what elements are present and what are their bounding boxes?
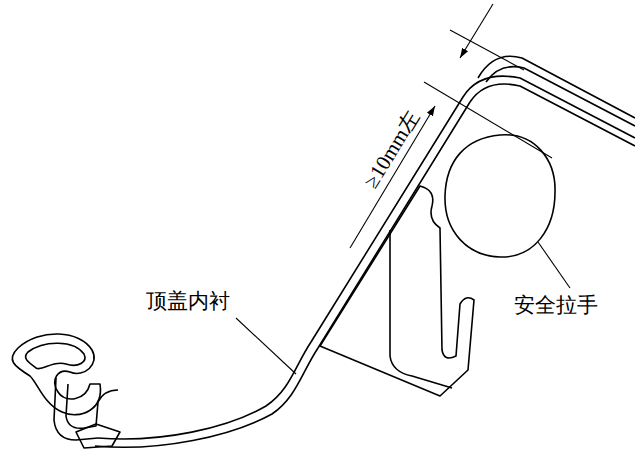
- safety-handle: [445, 135, 555, 257]
- weatherstrip: [66, 384, 118, 428]
- leader-line: [538, 242, 570, 288]
- leader-line: [236, 318, 296, 374]
- dimension-line: [350, 106, 435, 248]
- dimension-label: ≥10mm左: [359, 106, 426, 195]
- part-label: 顶盖内衬: [144, 290, 232, 313]
- roof-panel: [478, 56, 635, 118]
- weatherstrip: [26, 343, 85, 369]
- extension-line: [424, 82, 552, 158]
- hook-slot: [390, 230, 452, 388]
- weatherstrip: [12, 334, 100, 415]
- weatherstrip: [54, 378, 98, 440]
- extension-line: [450, 30, 524, 70]
- weatherstrip: [76, 424, 120, 448]
- bracket-plate: [320, 186, 474, 396]
- headliner: [95, 84, 635, 447]
- roof-panel: [486, 67, 635, 126]
- headliner: [98, 76, 635, 439]
- part-label: 安全拉手: [512, 294, 600, 317]
- dimension-line: [460, 4, 493, 58]
